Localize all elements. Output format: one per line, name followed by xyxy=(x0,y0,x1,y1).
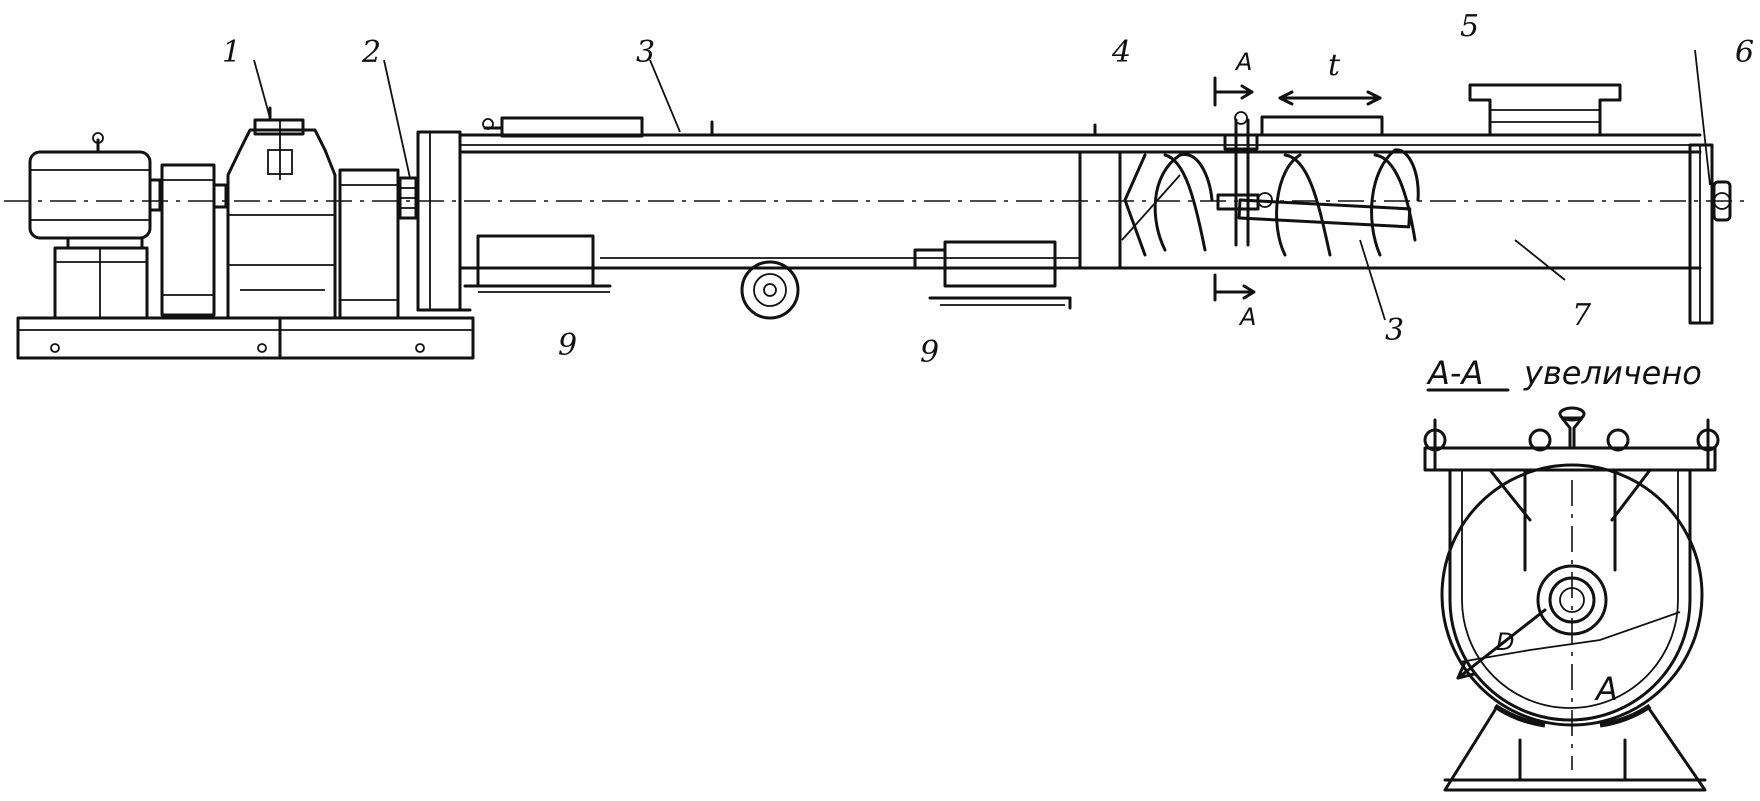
screw-conveyor-trough xyxy=(4,76,1750,325)
intermediate-bearing-housing xyxy=(1078,150,1122,270)
label-9-right: 9 xyxy=(920,335,939,370)
grease-nipple xyxy=(1560,416,1584,450)
section-flange xyxy=(1423,446,1717,472)
pitch-label: t xyxy=(1328,48,1341,83)
section-view-aa: A-A увеличено D A xyxy=(1423,354,1720,792)
trough-end-right xyxy=(1688,143,1714,325)
section-label-top: A xyxy=(1234,48,1252,76)
label-6: 6 xyxy=(1735,35,1754,70)
label-4: 4 xyxy=(1111,35,1131,70)
label-2: 2 xyxy=(361,35,381,70)
section-label-bottom: A xyxy=(1238,303,1256,331)
trough-end-left xyxy=(416,130,462,312)
label-7: 7 xyxy=(1572,298,1592,333)
diameter-label: D xyxy=(1496,628,1514,656)
diameter-dimension xyxy=(1456,608,1547,680)
hanger-bearing xyxy=(1216,111,1273,247)
coupling-right xyxy=(338,168,400,320)
section-trough-shell xyxy=(1448,468,1692,722)
label-3-bottom: 3 xyxy=(1385,313,1404,348)
drive-unit xyxy=(16,106,475,360)
part-labels: 1 2 3 4 5 6 3 7 9 9 A A t xyxy=(222,9,1754,370)
label-1: 1 xyxy=(222,35,241,70)
label-5: 5 xyxy=(1460,9,1479,44)
section-caption-ref: A-A xyxy=(1426,354,1483,392)
section-area-label: A xyxy=(1594,670,1618,708)
coupling-left xyxy=(160,163,216,317)
motor-stand xyxy=(53,246,149,320)
support-right xyxy=(943,240,1057,288)
inlet-branch xyxy=(1468,83,1622,137)
top-hatch-left xyxy=(500,116,644,138)
gearbox xyxy=(226,128,337,320)
section-caption-word: увеличено xyxy=(1523,354,1702,392)
leader-lines xyxy=(253,49,1711,321)
label-9-left: 9 xyxy=(558,328,577,363)
electric-motor xyxy=(28,150,152,240)
section-support xyxy=(1443,708,1707,792)
support-left xyxy=(476,234,595,288)
label-3-top: 3 xyxy=(636,35,655,70)
drive-base-frame xyxy=(16,316,475,360)
idler-wheel xyxy=(740,260,800,320)
top-hatch-middle xyxy=(1260,115,1384,137)
material-level xyxy=(1459,611,1681,663)
